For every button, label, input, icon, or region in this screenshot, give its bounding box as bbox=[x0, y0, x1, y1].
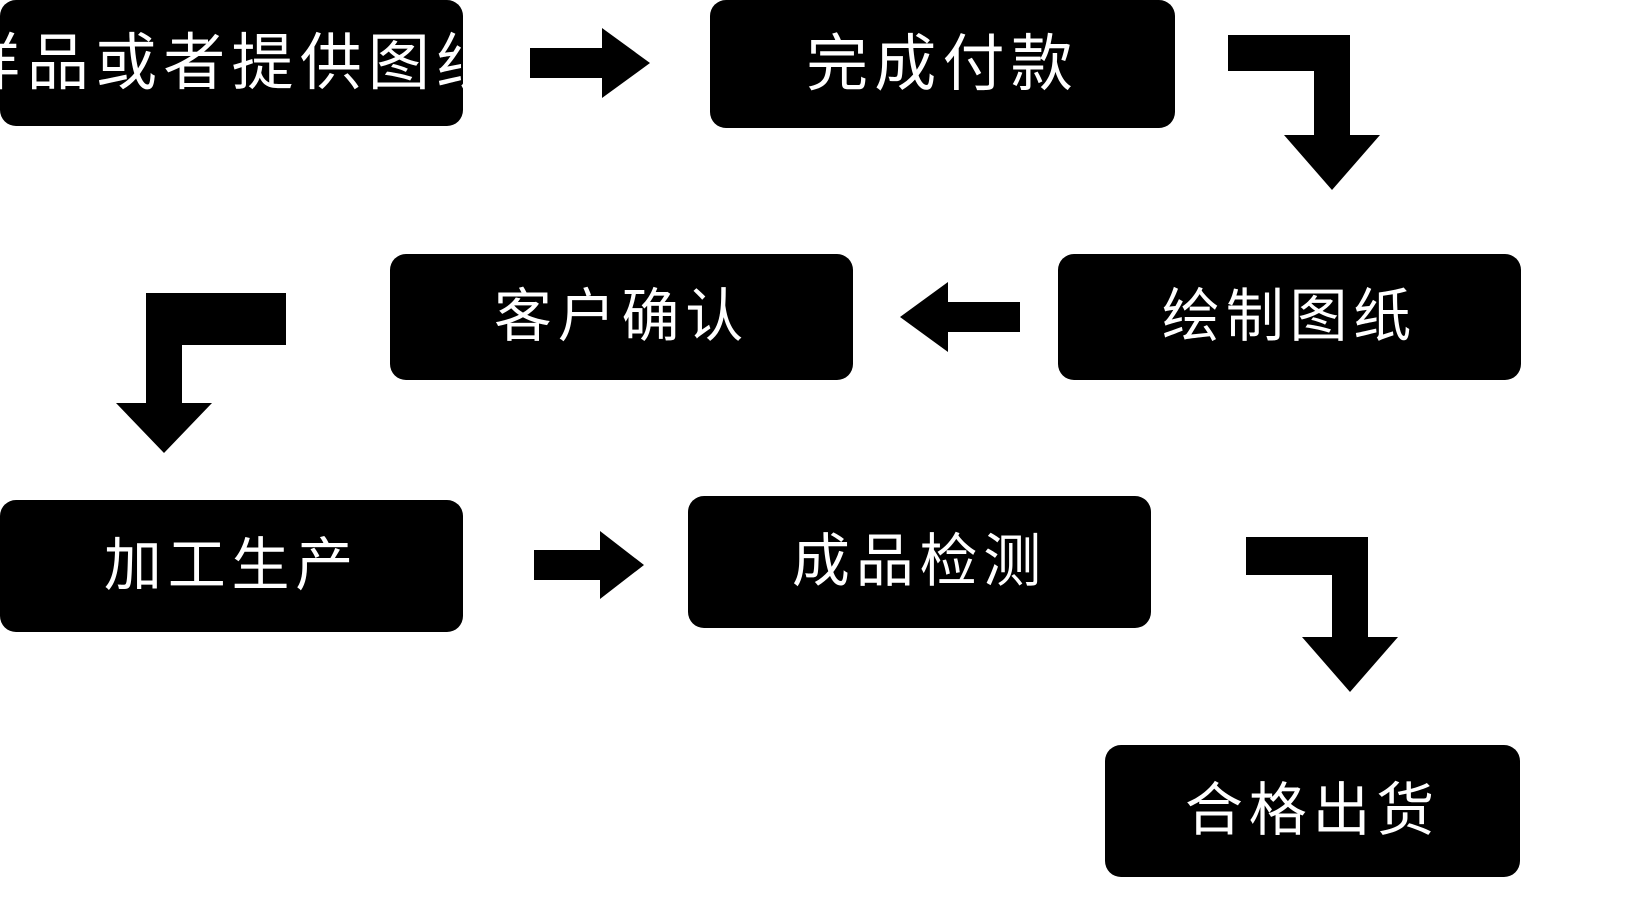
flow-node-qualified-shipment[interactable]: 合格出货 bbox=[1105, 745, 1520, 877]
flow-node-sample-or-drawing[interactable]: 样品或者提供图纸 bbox=[0, 0, 498, 126]
arrow-right-icon-2 bbox=[534, 531, 644, 599]
arrow-elbow-right-down-icon-1 bbox=[1228, 35, 1388, 195]
arrow-left-icon-1 bbox=[900, 282, 1020, 352]
arrow-right-icon-1 bbox=[530, 28, 650, 98]
flow-node-processing-production[interactable]: 加工生产 bbox=[0, 500, 463, 632]
flow-node-product-inspection[interactable]: 成品检测 bbox=[688, 496, 1151, 628]
arrow-elbow-right-down-icon-2 bbox=[1246, 537, 1411, 697]
flow-node-draw-drawing[interactable]: 绘制图纸 bbox=[1058, 254, 1521, 380]
arrow-elbow-left-down-icon-1 bbox=[116, 293, 288, 453]
flow-node-customer-confirm[interactable]: 客户确认 bbox=[390, 254, 853, 380]
flow-node-complete-payment[interactable]: 完成付款 bbox=[710, 0, 1175, 128]
